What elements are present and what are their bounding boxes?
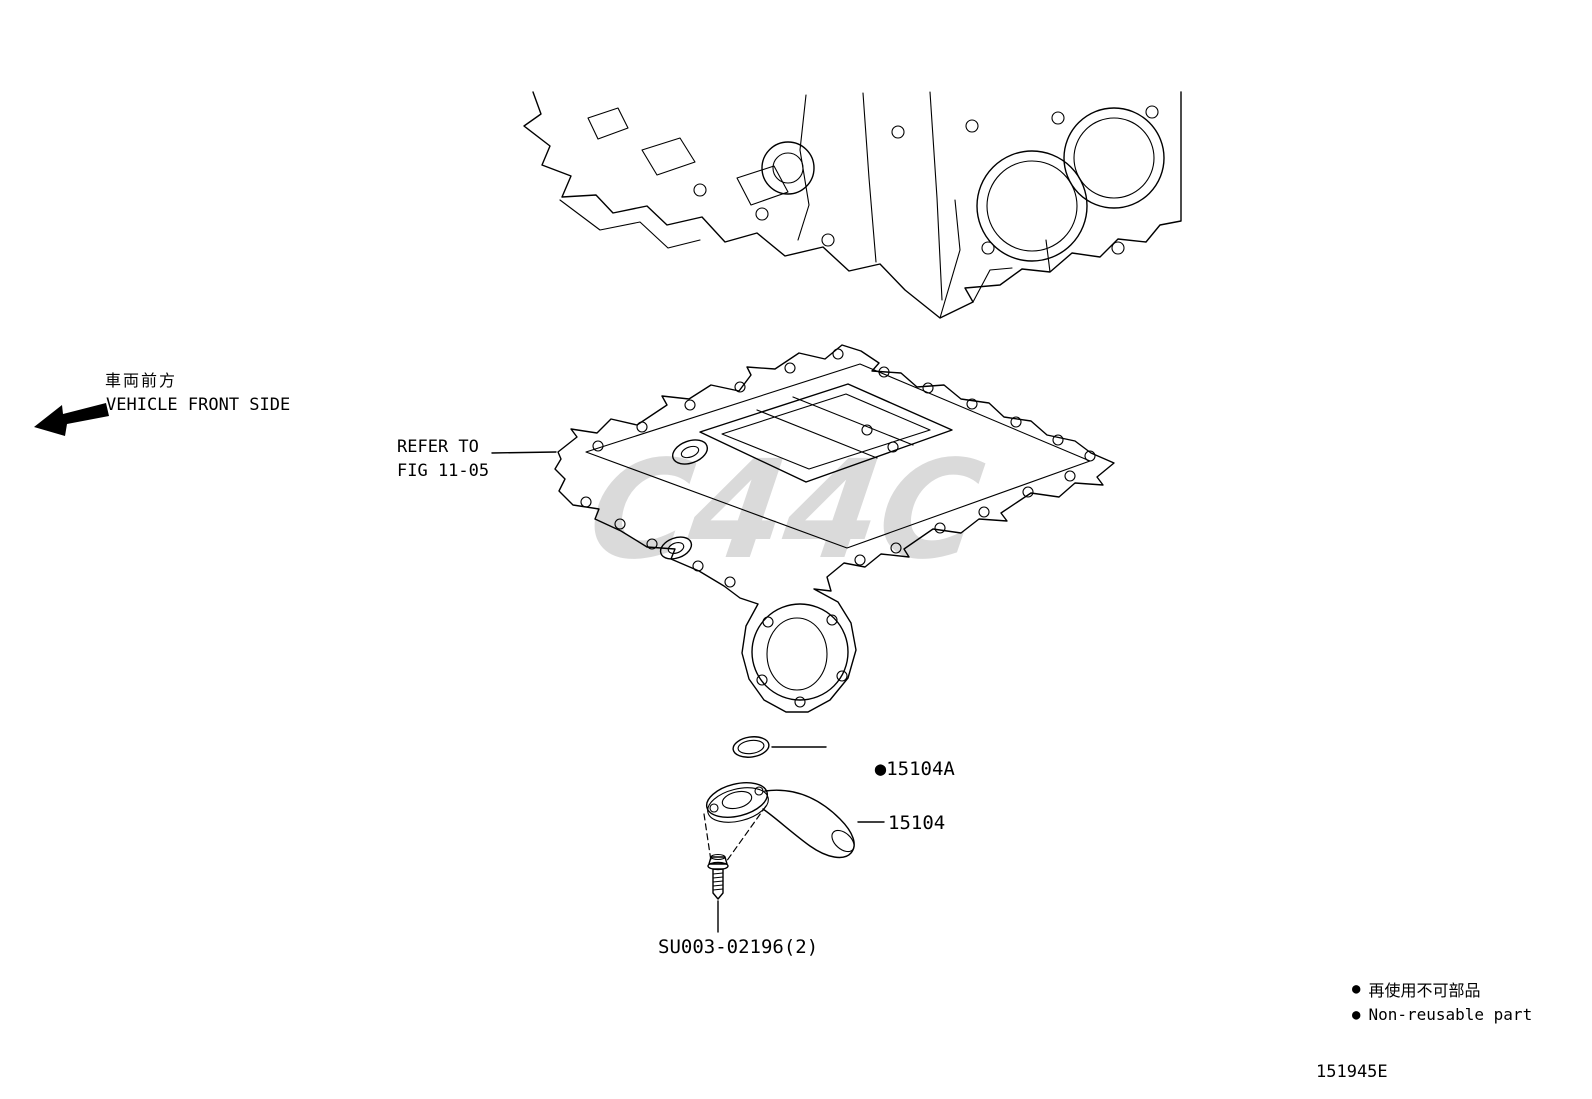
refer-to-label-line1: REFER TO: [397, 437, 479, 457]
vehicle-front-arrow-icon: [34, 403, 109, 436]
bolt-drawing: [707, 853, 729, 900]
refer-to-label-line2: FIG 11-05: [397, 461, 490, 481]
vehicle-front-label-en: VEHICLE FRONT SIDE: [106, 395, 291, 415]
engine-block-drawing: [523, 91, 1182, 319]
non-reusable-bullet-icon: ●: [1352, 981, 1361, 997]
o-ring-drawing: [732, 736, 770, 758]
doc-number: 151945E: [1316, 1062, 1388, 1082]
legend-text-en: Non-reusable part: [1368, 1005, 1533, 1024]
part-callout-15104A: ●15104A: [829, 736, 955, 802]
part-number-15104A: 15104A: [886, 758, 955, 780]
legend-row-en: ● Non-reusable part: [1352, 1005, 1532, 1024]
legend-row-jp: ● 再使用不可部品: [1352, 977, 1480, 1001]
assembly-alignment-dashed-lines: [703, 805, 767, 863]
vehicle-front-label-jp: 車両前方: [105, 371, 178, 390]
callout-leader-lines: [491, 451, 885, 933]
part-callout-15104: 15104: [888, 812, 946, 834]
part-callout-bolt: SU003-02196(2): [658, 936, 819, 958]
oil-strainer-drawing: [705, 782, 855, 859]
non-reusable-bullet-icon: ●: [874, 758, 887, 780]
oil-pan-drawing: [554, 344, 1115, 713]
legend-text-jp: 再使用不可部品: [1368, 981, 1481, 1000]
non-reusable-bullet-icon: ●: [1352, 1006, 1361, 1023]
